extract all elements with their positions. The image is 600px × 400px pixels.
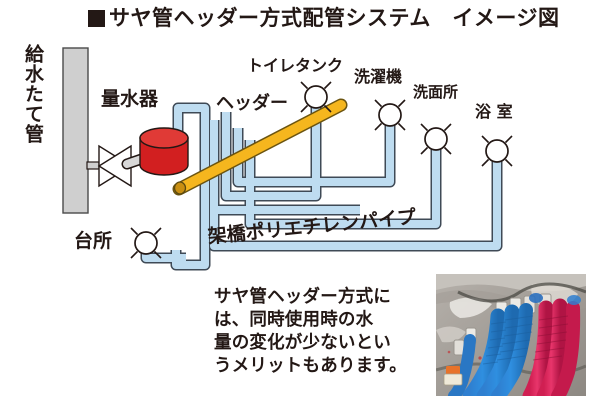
caption-line-4: うメリットもあります。 [214, 356, 407, 377]
header-manifold-bar [172, 98, 348, 196]
label-water-supply-riser: 給水たて管 [21, 44, 44, 144]
water-supply-riser [62, 47, 89, 214]
label-bathroom: 浴 室 [475, 102, 513, 121]
fixture-washroom [420, 123, 452, 155]
label-water-meter: 量水器 [101, 88, 159, 110]
label-toilet-tank: トイレタンク [247, 56, 344, 75]
label-kitchen: 台所 [74, 230, 113, 252]
fixture-washing-machine [374, 99, 406, 131]
caption-line-3: 量の変化が少ないとい [214, 333, 391, 354]
label-header: ヘッダー [216, 93, 288, 114]
title-square-icon [88, 10, 105, 27]
installation-photo [436, 274, 586, 396]
fixture-kitchen [130, 227, 162, 259]
page-title: サヤ管ヘッダー方式配管システム イメージ図 [88, 8, 559, 29]
caption-line-1: サヤ管ヘッダー方式に [214, 287, 391, 307]
water-meter-icon [139, 127, 189, 176]
page-title-text: サヤ管ヘッダー方式配管システム イメージ図 [109, 6, 560, 30]
caption-line-2: は、同時使用時の水 [214, 310, 374, 331]
fixture-bathroom [481, 135, 513, 167]
label-washing-machine: 洗濯機 [354, 67, 403, 86]
caption-block: サヤ管ヘッダー方式に は、同時使用時の水 量の変化が少ないとい うメリットもあり… [214, 286, 430, 378]
fixture-toilet-tank [300, 81, 332, 113]
label-washroom: 洗面所 [413, 83, 459, 101]
